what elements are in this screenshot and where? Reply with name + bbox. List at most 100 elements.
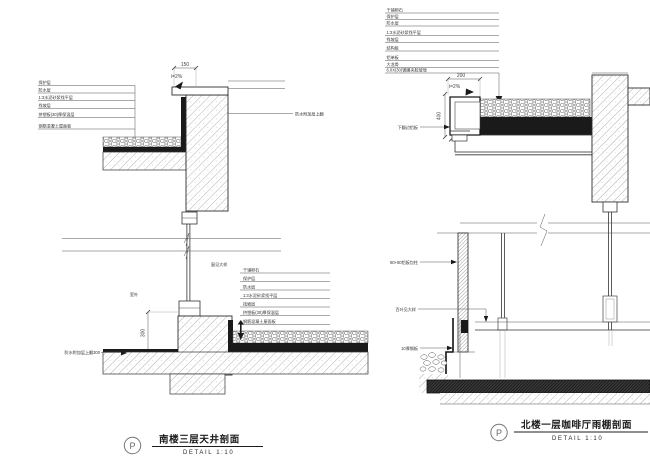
base-upturn-note: 防水附加层上翻300 bbox=[65, 349, 127, 356]
fascia-lip bbox=[451, 134, 468, 142]
fixture bbox=[602, 201, 618, 213]
membrane-upturn bbox=[181, 97, 186, 147]
layer-label: 钢筋混凝土屋面板 bbox=[39, 122, 72, 128]
left-window-mullion: 窗见大样 室外 bbox=[62, 211, 281, 317]
storefront bbox=[475, 233, 650, 378]
slope-arrow bbox=[465, 88, 474, 96]
column bbox=[457, 232, 469, 353]
detail-bubble bbox=[490, 423, 508, 442]
upturn-note: 防水附加层上翻 bbox=[295, 110, 324, 116]
break-mark bbox=[539, 213, 548, 247]
right-caption: P 北楼一层咖啡厅雨棚剖面 DETAIL 1:10 bbox=[490, 419, 648, 442]
dim-text: 400 bbox=[437, 112, 443, 121]
ground bbox=[426, 379, 650, 405]
slope-arrow bbox=[175, 81, 183, 90]
membrane-layer bbox=[233, 343, 368, 352]
wall-arm bbox=[627, 87, 650, 106]
layer-label: 保护层 bbox=[39, 79, 51, 85]
layer-label: 防水层 bbox=[243, 283, 255, 289]
ceiling-band bbox=[437, 213, 650, 247]
layer-label: 保护层 bbox=[387, 13, 399, 19]
bubble-letter: P bbox=[496, 428, 502, 438]
roof-slab bbox=[102, 351, 369, 375]
dim-300: 300 bbox=[141, 309, 178, 355]
detail-title: 南楼三层天井剖面 bbox=[159, 434, 240, 446]
layer-label: 挤塑板(30)厚保温层 bbox=[243, 309, 279, 315]
layer-label: 钢筋混凝土屋面板 bbox=[243, 318, 276, 324]
layer-label: 挤塑板(30)厚保温层 bbox=[39, 111, 75, 117]
layer-label: 找坡层 bbox=[387, 36, 399, 42]
membrane-upturn bbox=[228, 320, 233, 353]
bubble-letter: P bbox=[129, 441, 135, 451]
left-caption: P 南楼三层天井剖面 DETAIL 1:10 bbox=[123, 434, 263, 456]
outdoor-label: 室外 bbox=[130, 291, 138, 297]
detail-title: 北楼一层咖啡厅雨棚剖面 bbox=[521, 419, 632, 431]
layer-label: 干铺卵石 bbox=[243, 266, 259, 272]
layer-label: 铝单板 bbox=[387, 54, 399, 60]
layer-label: 1:3水泥砂浆找平层 bbox=[387, 29, 421, 35]
fascia-inner bbox=[454, 101, 481, 130]
right-wall bbox=[591, 72, 650, 330]
window-sill bbox=[178, 300, 201, 317]
gravel-layer bbox=[479, 98, 591, 118]
layer-label: 1:3水泥砂浆找平层 bbox=[39, 94, 73, 100]
note-text: 防水附加层上翻300 bbox=[65, 349, 101, 355]
right-canopy bbox=[449, 96, 593, 156]
left-detail-section: 保护层 防水层 1:3水泥砂浆找平层 找坡层 挤塑板(30)厚保温层 钢筋混凝土… bbox=[38, 62, 369, 456]
ground-slab-dark bbox=[426, 379, 650, 394]
right-detail-section: 干铺卵石 保护层 防水层 1:3水泥砂浆找平层 找坡层 结构板 铝单板 大龙骨 … bbox=[385, 6, 650, 442]
downstand bbox=[169, 373, 226, 395]
layer-label: 干铺卵石 bbox=[387, 6, 403, 12]
left-parapet: 150 i=2% 防水附加层上翻 bbox=[171, 62, 324, 212]
break-mark bbox=[183, 232, 190, 247]
detail-scale: DETAIL 1:10 bbox=[183, 450, 234, 456]
dim-text: 200 bbox=[457, 73, 466, 79]
louver-note: 百叶见大样 bbox=[396, 306, 416, 312]
left-lower-roof: 防水附加层上翻300 bbox=[65, 315, 369, 395]
base-outline bbox=[445, 318, 454, 380]
dim-text: 150 bbox=[181, 62, 190, 68]
layer-label: 结构板 bbox=[387, 44, 399, 50]
slope-text: i=2% bbox=[449, 84, 461, 90]
rubble bbox=[419, 352, 448, 373]
coping bbox=[171, 86, 229, 96]
transom-inner bbox=[605, 298, 615, 320]
layer-label: 保护层 bbox=[243, 275, 255, 281]
window-note: 窗见大样 bbox=[211, 261, 227, 267]
anchor-plate bbox=[461, 320, 468, 333]
gravel-layer bbox=[232, 330, 369, 344]
mullion-base bbox=[497, 317, 508, 331]
ground-subbase bbox=[440, 393, 650, 404]
leader-arrow bbox=[237, 320, 244, 340]
layer-label: 大龙骨 bbox=[387, 61, 399, 67]
membrane-layer bbox=[103, 349, 178, 353]
membrane-layer bbox=[103, 147, 186, 152]
layer-label: 防水层 bbox=[387, 19, 399, 25]
layer-label: 找坡层 bbox=[39, 102, 51, 108]
gravel-layer bbox=[102, 136, 187, 148]
left-top-layer-stack: 保护层 防水层 1:3水泥砂浆找平层 找坡层 挤塑板(30)厚保温层 钢筋混凝土… bbox=[38, 79, 139, 147]
dim-150: 150 i=2% bbox=[171, 62, 199, 90]
column-note: 80+80铝板包柱 bbox=[390, 259, 418, 265]
right-notes: 下翻边铝板 80+80铝板包柱 百叶见大样 10厚钢板 bbox=[390, 124, 489, 351]
roof-slab bbox=[102, 151, 187, 171]
dim-text: 300 bbox=[141, 329, 147, 338]
layer-label: 1:3水泥砂浆找平层 bbox=[243, 292, 277, 298]
left-upper-roof bbox=[102, 97, 187, 171]
left-roof-layer-stack: 干铺卵石 保护层 防水层 1:3水泥砂浆找平层 找坡层 挤塑板(30)厚保温层 … bbox=[237, 266, 330, 340]
slope-text: i=2% bbox=[171, 74, 183, 80]
layer-label: 6.0X(30)镀膜夹胶玻璃 bbox=[387, 66, 427, 72]
detail-scale: DETAIL 1:10 bbox=[552, 436, 603, 442]
plate-note: 10厚钢板 bbox=[401, 345, 418, 351]
layer-label: 防水层 bbox=[39, 86, 51, 92]
concrete-wall bbox=[591, 74, 629, 203]
clad-column bbox=[457, 232, 469, 353]
fascia-note: 下翻边铝板 bbox=[398, 124, 418, 130]
layer-label: 找坡层 bbox=[243, 300, 255, 306]
canopy-slab bbox=[454, 134, 593, 153]
break-mark bbox=[183, 245, 190, 260]
membrane-layer bbox=[478, 117, 592, 135]
detail-bubble bbox=[123, 436, 142, 455]
